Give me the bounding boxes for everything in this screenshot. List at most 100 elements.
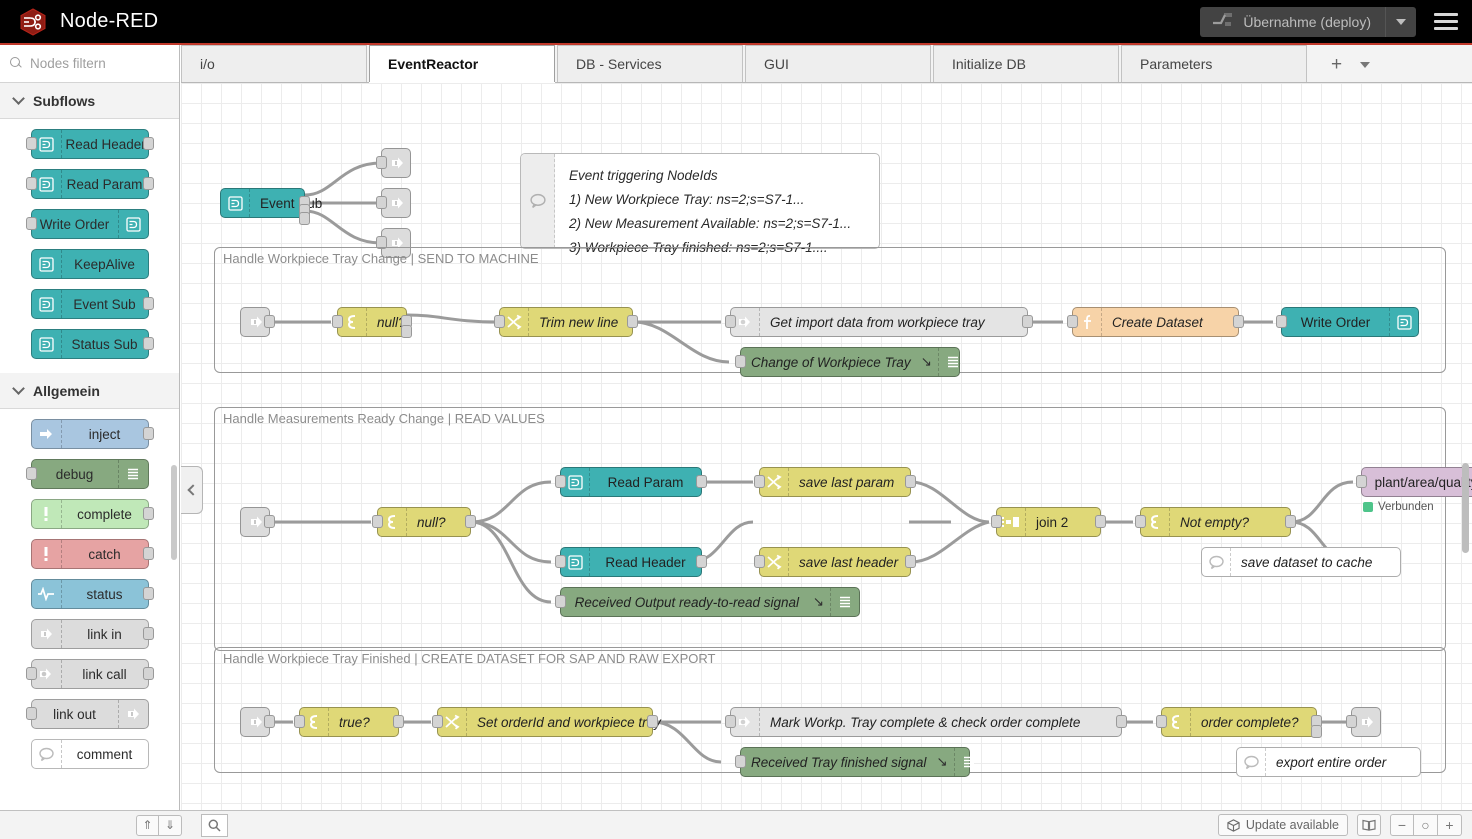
palette-collapse-handle[interactable] [181, 466, 203, 514]
port-in[interactable] [25, 467, 37, 480]
update-available-button[interactable]: Update available [1217, 814, 1348, 836]
node-join-2[interactable]: join 2 [991, 507, 1106, 537]
palette-node-read-header[interactable]: Read Header [25, 129, 154, 159]
palette-node-link-call[interactable]: link call [25, 659, 154, 689]
node-comment-save-dataset-to-cache[interactable]: save dataset to cache [1201, 547, 1401, 577]
port-out[interactable] [696, 475, 707, 488]
palette-node-status-sub[interactable]: Status Sub [30, 329, 154, 359]
tab-gui[interactable]: GUI [745, 45, 931, 82]
canvas-vertical-scrollbar[interactable] [1462, 463, 1469, 553]
node-switch-null-g2[interactable]: null? [372, 507, 476, 537]
deploy-button[interactable]: Übernahme (deploy) [1200, 6, 1416, 37]
port-out[interactable] [264, 715, 275, 728]
node-link-out-1[interactable] [376, 148, 411, 178]
port-in[interactable] [555, 475, 566, 488]
port-in[interactable] [1156, 715, 1167, 728]
port-out[interactable] [1116, 715, 1127, 728]
tab-io[interactable]: i/o [181, 45, 367, 82]
port-out[interactable] [142, 297, 154, 310]
palette-node-inject[interactable]: inject [30, 419, 154, 449]
zoom-in-button[interactable]: + [1438, 814, 1462, 836]
collapse-all-button[interactable]: ⇑ [136, 814, 159, 836]
port-out[interactable] [1022, 315, 1033, 328]
port-in[interactable] [25, 137, 37, 150]
port-in[interactable] [372, 515, 383, 528]
node-debug-received-output-ready[interactable]: Received Output ready-to-read signal ↘ [555, 587, 860, 617]
tab-initialize-db[interactable]: Initialize DB [933, 45, 1119, 82]
tab-db-services[interactable]: DB - Services [557, 45, 743, 82]
port-in[interactable] [735, 355, 746, 368]
port-out-3[interactable] [299, 212, 310, 225]
port-in[interactable] [754, 475, 765, 488]
port-out[interactable] [1285, 515, 1296, 528]
group-measurements-ready-change[interactable]: Handle Measurements Ready Change | READ … [214, 407, 1446, 651]
palette-node-debug[interactable]: debug [25, 459, 149, 489]
port-out[interactable] [393, 715, 404, 728]
port-in[interactable] [1135, 515, 1146, 528]
zoom-out-button[interactable]: − [1390, 814, 1414, 836]
port-in[interactable] [754, 555, 765, 568]
port-out[interactable] [142, 507, 154, 520]
port-in[interactable] [332, 315, 343, 328]
node-link-in-g3[interactable] [240, 707, 275, 737]
expand-all-button[interactable]: ⇓ [159, 814, 182, 836]
node-comment-event-ids[interactable]: Event triggering NodeIds 1) New Workpiec… [520, 153, 880, 255]
node-write-order[interactable]: Write Order [1276, 307, 1419, 337]
port-out[interactable] [142, 587, 154, 600]
node-mqtt-out[interactable]: plant/area/quality/1411005/raw [1356, 467, 1472, 497]
palette-node-status[interactable]: status [30, 579, 154, 609]
node-change-save-last-param[interactable]: save last param [754, 467, 916, 497]
palette-node-event-sub[interactable]: Event Sub [30, 289, 154, 319]
node-link-out-2[interactable] [376, 188, 411, 218]
palette-node-complete[interactable]: complete [30, 499, 154, 529]
palette-node-catch[interactable]: catch [30, 539, 154, 569]
port-out[interactable] [905, 555, 916, 568]
deploy-dropdown-toggle[interactable] [1386, 7, 1416, 37]
node-read-param[interactable]: Read Param [555, 467, 707, 497]
node-change-trim-new-line[interactable]: Trim new line [494, 307, 638, 337]
node-link-out-g3[interactable] [1346, 707, 1381, 737]
port-in[interactable] [432, 715, 443, 728]
node-link-in-g2[interactable] [240, 507, 275, 537]
port-in[interactable] [1346, 715, 1357, 728]
port-out[interactable] [264, 515, 275, 528]
port-out[interactable] [1095, 515, 1106, 528]
port-out[interactable] [465, 515, 476, 528]
port-out[interactable] [264, 315, 275, 328]
port-out-2[interactable] [1311, 725, 1322, 738]
port-out[interactable] [142, 627, 154, 640]
node-link-call-mark-workp-tray[interactable]: Mark Workp. Tray complete & check order … [725, 707, 1127, 737]
port-out[interactable] [627, 315, 638, 328]
port-out-2[interactable] [401, 325, 412, 338]
port-out[interactable] [696, 555, 707, 568]
port-in[interactable] [725, 315, 736, 328]
palette-node-comment[interactable]: comment [30, 739, 149, 769]
palette-node-keepalive[interactable]: KeepAlive [30, 249, 149, 279]
port-out[interactable] [142, 177, 154, 190]
tab-eventreactor[interactable]: EventReactor [369, 45, 555, 82]
port-out[interactable] [142, 137, 154, 150]
node-function-create-dataset[interactable]: Create Dataset [1067, 307, 1244, 337]
node-event-sub[interactable]: Event Sub [220, 188, 322, 225]
node-change-set-orderid[interactable]: Set orderId and workpiece tray [432, 707, 661, 737]
palette-search[interactable]: Nodes filtern [0, 45, 179, 83]
canvas-search-button[interactable] [201, 813, 228, 837]
port-out[interactable] [142, 427, 154, 440]
port-in[interactable] [494, 315, 505, 328]
node-switch-not-empty[interactable]: Not empty? [1135, 507, 1296, 537]
palette-node-read-param[interactable]: Read Param [25, 169, 154, 199]
port-in[interactable] [376, 236, 387, 249]
node-link-in-g1[interactable] [240, 307, 275, 337]
port-out[interactable] [142, 667, 154, 680]
port-in[interactable] [555, 595, 566, 608]
port-in[interactable] [991, 515, 1002, 528]
hamburger-menu-icon[interactable] [1434, 13, 1458, 30]
port-out[interactable] [647, 715, 658, 728]
node-link-call-get-import-data[interactable]: Get import data from workpiece tray [725, 307, 1033, 337]
port-in[interactable] [1067, 315, 1078, 328]
node-switch-null-g1[interactable]: null? [332, 307, 412, 338]
sidebar-toggle-button[interactable] [1357, 814, 1381, 836]
palette-category-allgemein[interactable]: Allgemein [0, 373, 179, 409]
port-in[interactable] [376, 196, 387, 209]
port-out[interactable] [905, 475, 916, 488]
